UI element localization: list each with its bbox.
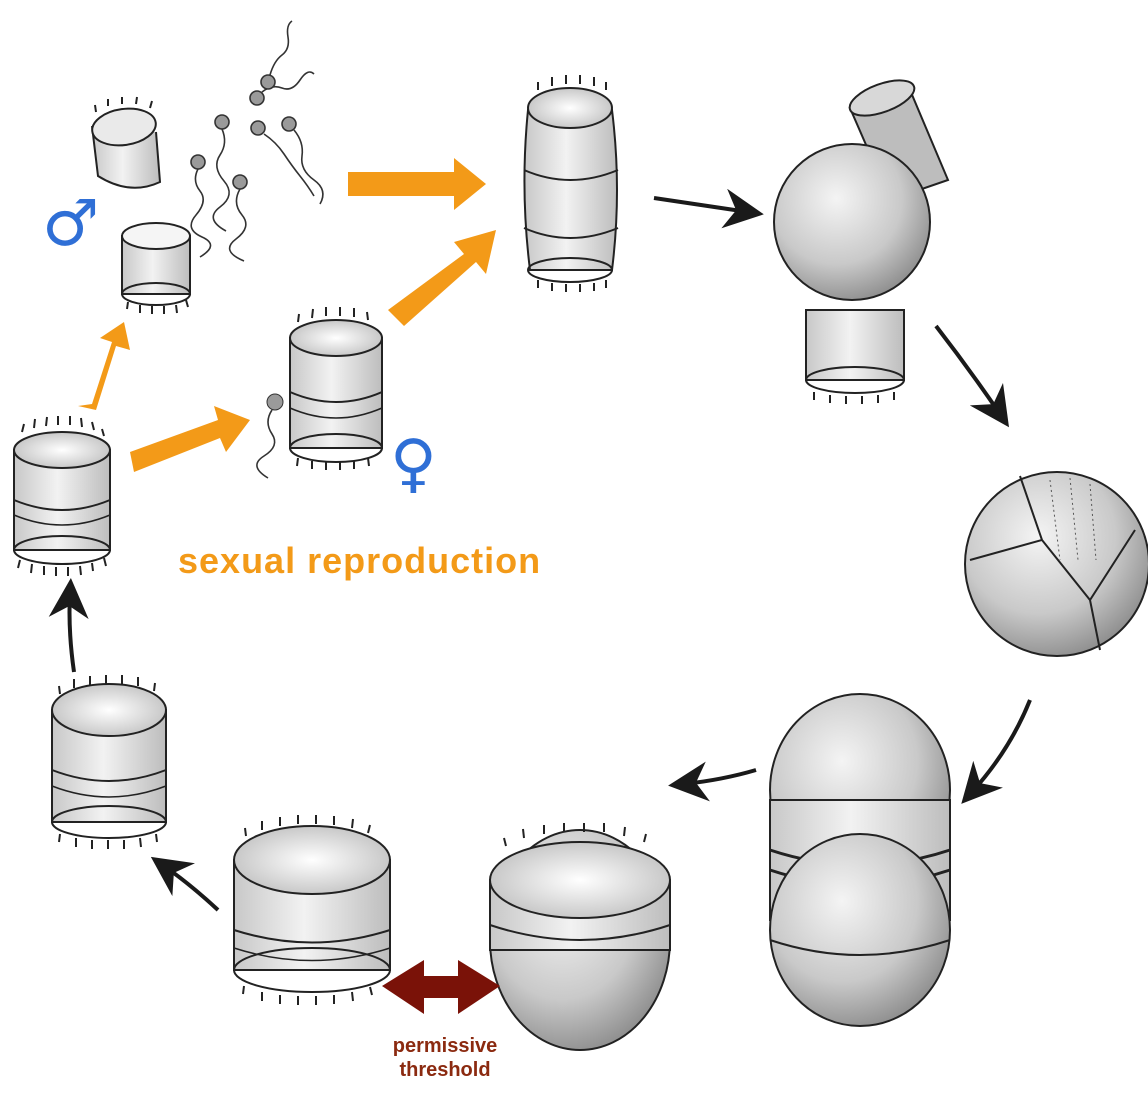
male-symbol: ♂ xyxy=(42,192,99,256)
zygote-cell xyxy=(524,75,618,292)
threshold-line: threshold xyxy=(370,1058,520,1082)
arrow-to-female xyxy=(130,406,250,472)
permissive-threshold-label: permissive threshold xyxy=(370,1034,520,1082)
arrow-female-to-zygote xyxy=(388,230,496,326)
large-dividing-cell xyxy=(770,694,950,1026)
arrow-medium-to-small xyxy=(164,866,218,910)
female-symbol: ♀ xyxy=(390,432,437,496)
arrow-male-to-zygote xyxy=(348,158,486,210)
arrow-small-to-initial xyxy=(70,594,75,672)
threshold-double-arrow xyxy=(382,960,500,1014)
arrow-auxospore-to-sphere xyxy=(936,326,1000,414)
arrow-dividing-to-large xyxy=(684,770,756,784)
permissive-line: permissive xyxy=(370,1034,520,1058)
medium-cell xyxy=(234,815,390,1005)
male-lower-valve xyxy=(122,223,190,314)
auxospore-sphere xyxy=(965,472,1148,656)
sexual-arrows xyxy=(78,158,496,472)
arrow-zygote-to-auxospore xyxy=(654,198,748,212)
arrow-to-male xyxy=(78,322,130,410)
auxospore-expanding xyxy=(774,73,948,404)
female-cell xyxy=(257,307,382,478)
sperm-cells xyxy=(191,21,323,261)
male-upper-valve xyxy=(90,97,160,188)
small-cell xyxy=(52,675,166,849)
sexual-reproduction-label: sexual reproduction xyxy=(178,540,541,582)
arrow-sphere-to-dividing xyxy=(972,700,1030,792)
large-cell xyxy=(490,823,670,1050)
initial-cell xyxy=(14,416,110,576)
